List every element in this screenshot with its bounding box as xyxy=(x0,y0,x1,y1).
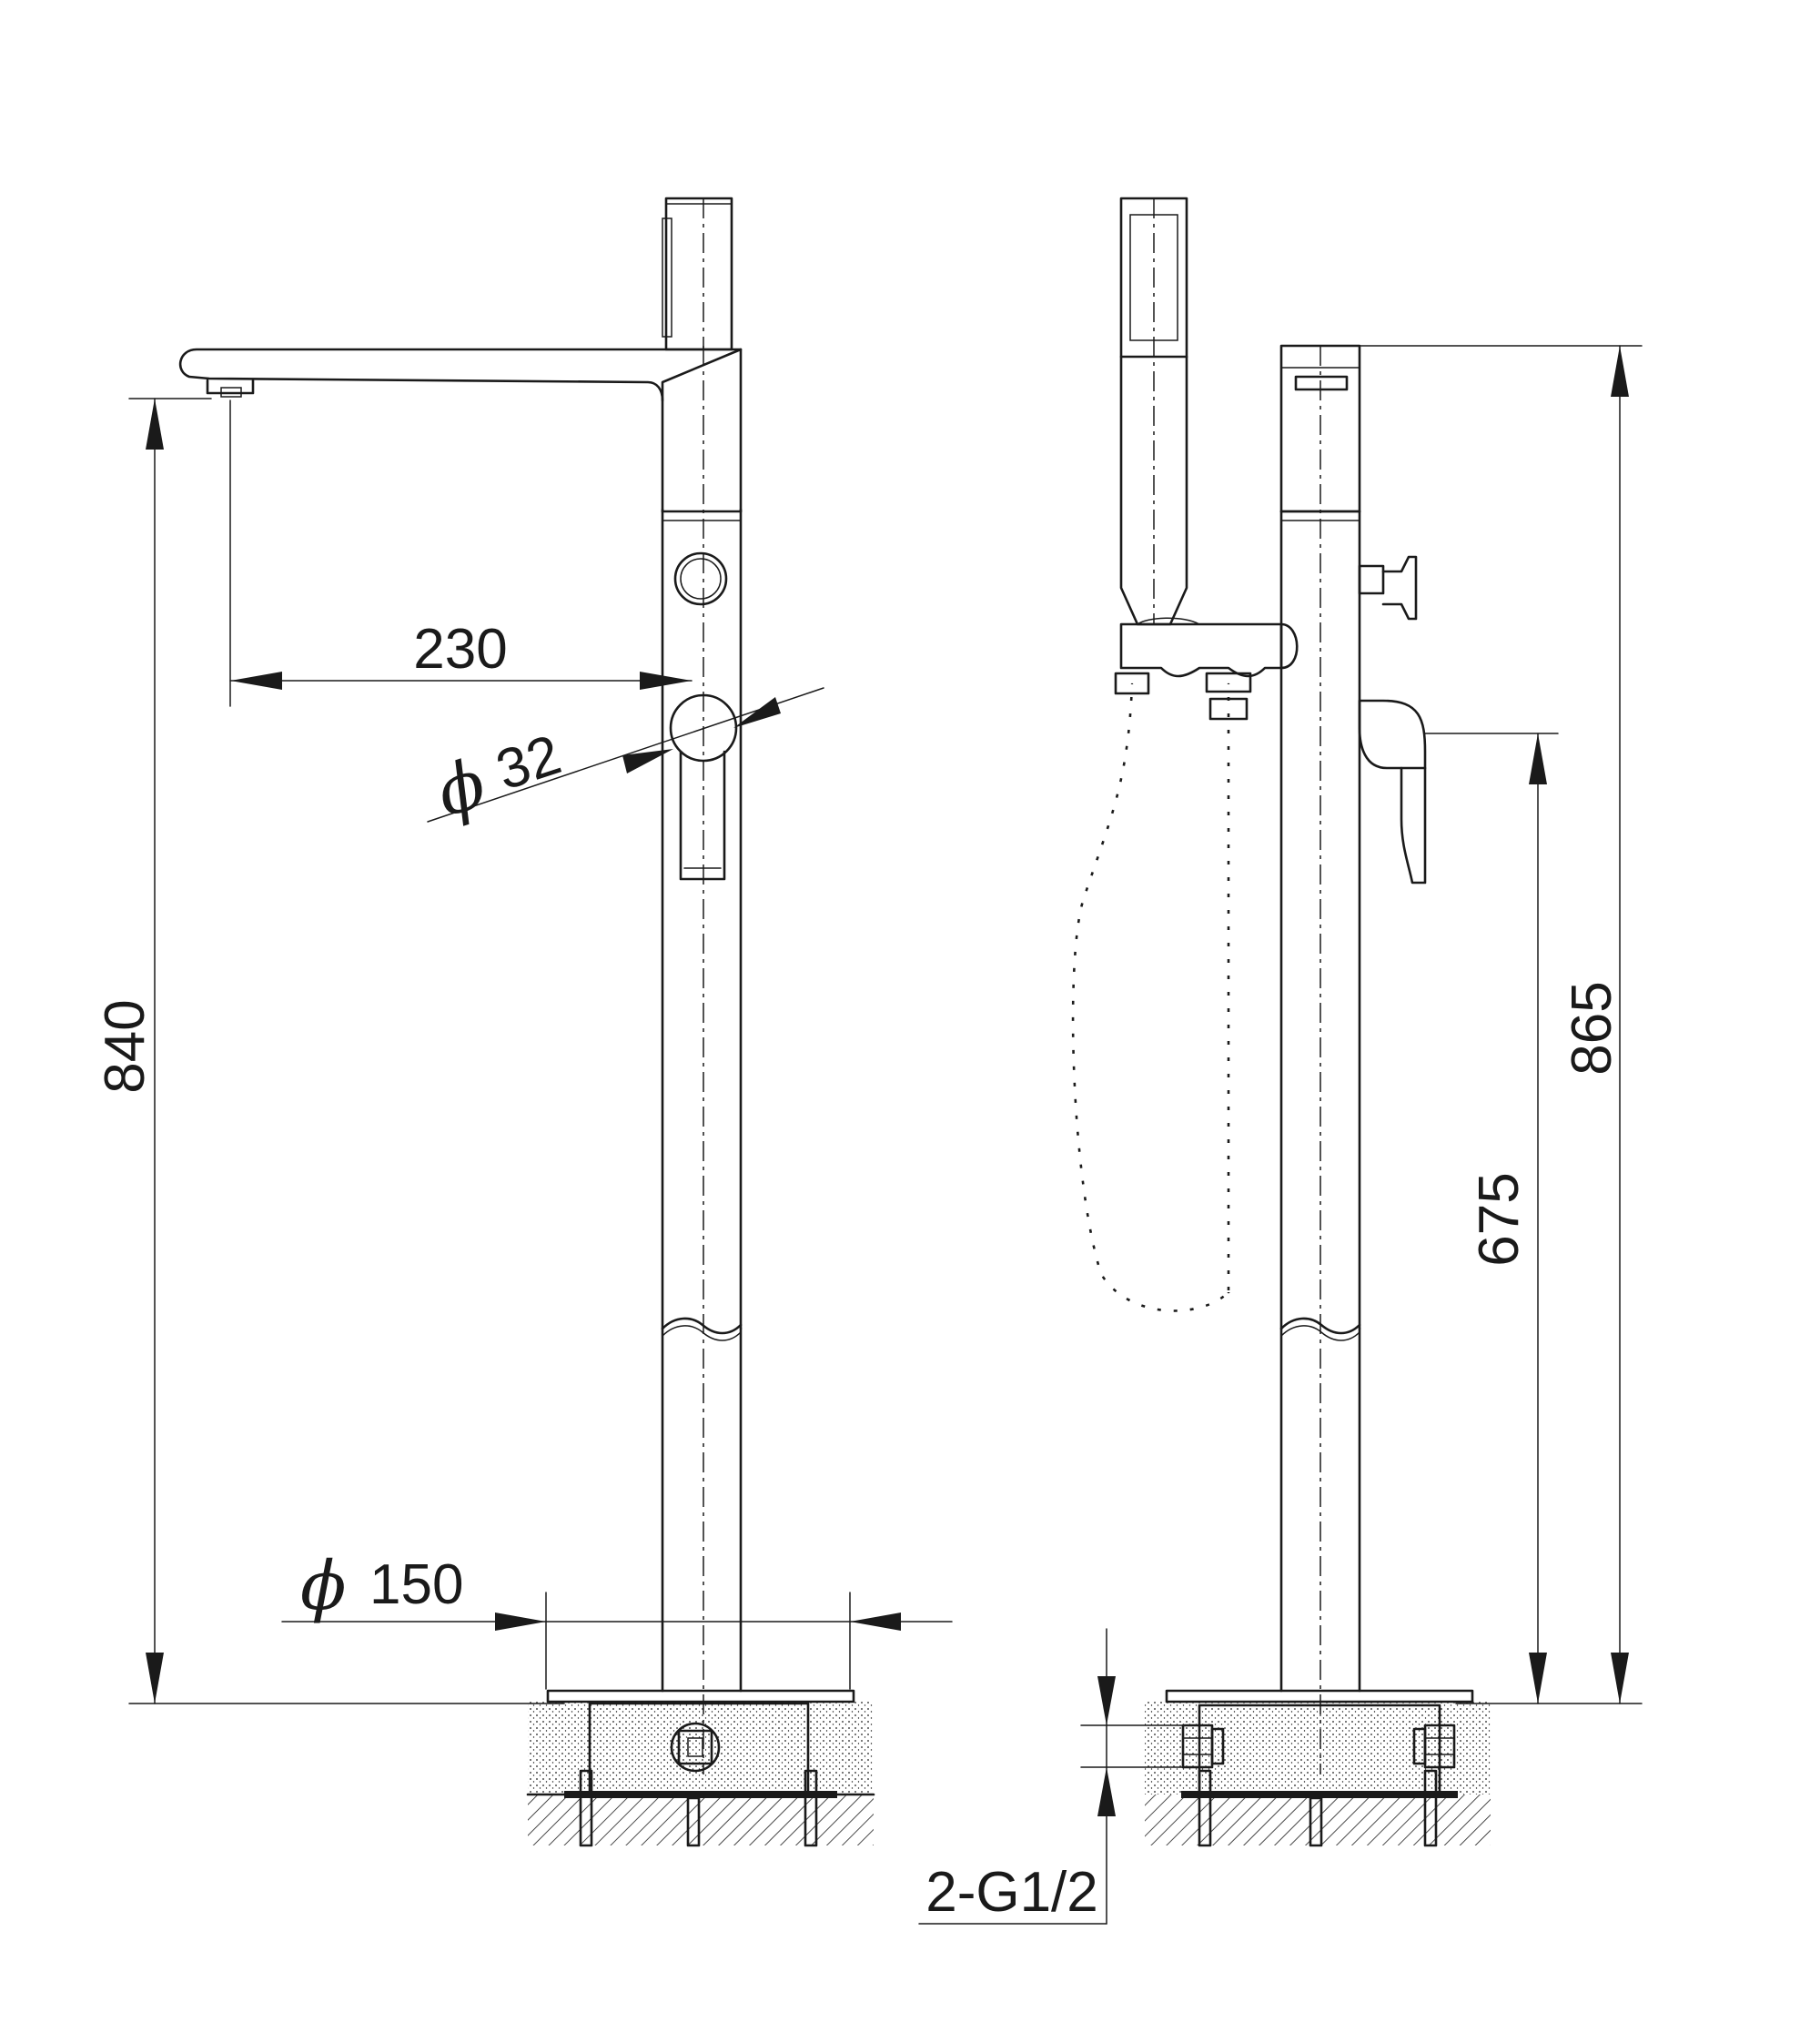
dimension-865: 865 xyxy=(1359,345,1643,1704)
dimension-150-label: 150 xyxy=(369,1553,463,1616)
floor-section-left xyxy=(526,1700,875,1847)
dimension-phi-150: ϕ 150 xyxy=(281,1547,953,1690)
dimension-675: 675 xyxy=(1424,733,1643,1704)
hand-shower-side xyxy=(1119,197,1188,626)
dimension-phi-32: ϕ 32 xyxy=(427,687,824,833)
column-side xyxy=(1279,344,1361,1774)
floor-section-right xyxy=(1145,1700,1491,1847)
dimension-230: 230 xyxy=(229,399,693,707)
column-front xyxy=(661,346,743,1774)
dimension-840: 840 xyxy=(94,398,565,1704)
shower-holder-side xyxy=(1119,617,1299,678)
inlet-fitting-left xyxy=(1181,1724,1225,1769)
dimension-32-label: 32 xyxy=(489,723,568,803)
mixer-lever-front xyxy=(669,693,738,881)
dimension-inlet: 2-G1/2 xyxy=(918,1628,1184,1925)
dimension-840-label: 840 xyxy=(94,999,157,1093)
diverter-knob-front xyxy=(673,551,728,606)
inlet-nut-front xyxy=(670,1722,721,1773)
dimension-675-label: 675 xyxy=(1468,1172,1531,1266)
base-plate-front xyxy=(546,1689,855,1704)
spout-front xyxy=(178,348,743,402)
phi-150-symbol: ϕ xyxy=(300,1547,346,1625)
hand-shower-front xyxy=(662,197,733,351)
dimension-inlet-label: 2-G1/2 xyxy=(925,1861,1098,1924)
dimension-230-label: 230 xyxy=(413,618,507,681)
dimension-865-label: 865 xyxy=(1561,981,1623,1075)
base-plate-side xyxy=(1165,1689,1474,1704)
shower-hose xyxy=(1056,672,1252,1329)
side-view: 865 675 2-G1/2 xyxy=(918,197,1643,1925)
mixer-lever-side xyxy=(1358,699,1427,885)
front-view: 230 ϕ 32 ϕ 150 xyxy=(94,197,953,1847)
diverter-knob-side xyxy=(1358,555,1418,621)
inlet-fitting-right xyxy=(1412,1724,1456,1769)
